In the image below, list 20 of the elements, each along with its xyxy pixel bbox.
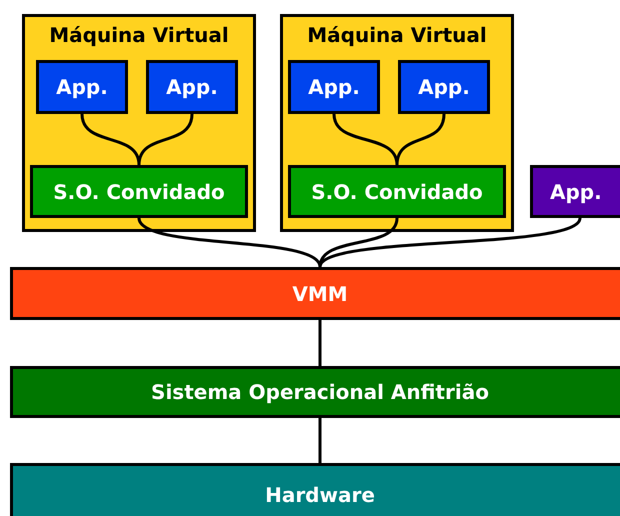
connector-line xyxy=(318,217,582,268)
connector-line xyxy=(318,418,322,463)
host-os-bar: Sistema Operacional Anfitrião xyxy=(10,366,620,418)
connector-line xyxy=(318,320,322,366)
app-box: App. xyxy=(398,60,490,114)
connector-line xyxy=(138,114,194,166)
box-title: Máquina Virtual xyxy=(307,23,487,48)
connector-line xyxy=(138,217,322,268)
app-box: App. xyxy=(146,60,238,114)
virtual-machine-box xyxy=(280,14,514,232)
hardware-bar: Hardware xyxy=(10,463,620,516)
app-box: App. xyxy=(36,60,128,114)
app-box: App. xyxy=(288,60,380,114)
connector-line xyxy=(396,114,446,166)
guest-os-box: S.O. Convidado xyxy=(30,165,248,218)
guest-os-box: S.O. Convidado xyxy=(288,165,506,218)
vmm-bar: VMM xyxy=(10,267,620,320)
app-box: App. xyxy=(530,165,620,218)
virtual-machine-box xyxy=(22,14,256,232)
box-title: Máquina Virtual xyxy=(49,23,229,48)
